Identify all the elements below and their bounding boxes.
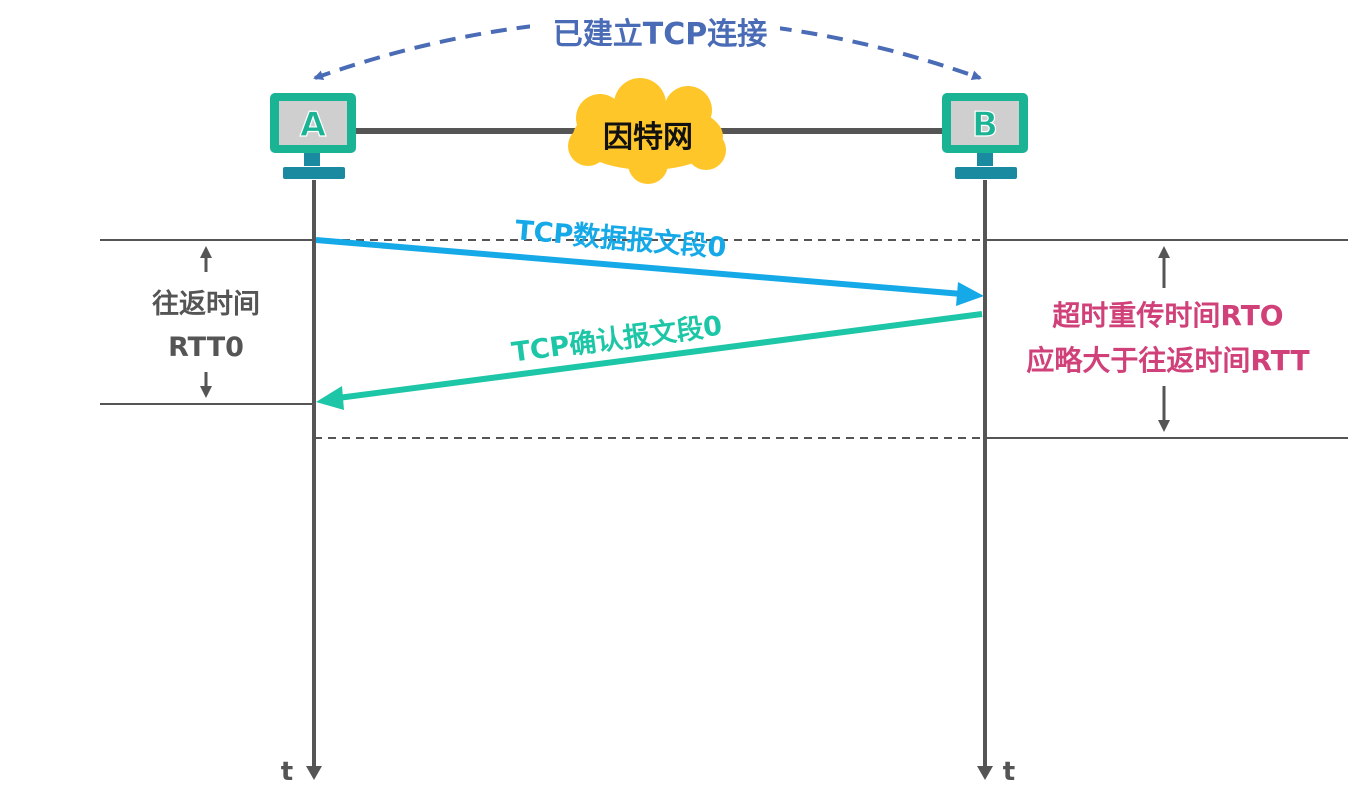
timeline-b-label: t xyxy=(1003,757,1015,787)
timeline-a-label: t xyxy=(281,757,293,787)
network-label: 因特网 xyxy=(603,120,693,155)
rtt-label-line2: RTT0 xyxy=(168,332,244,363)
rtt-label-line1: 往返时间 xyxy=(152,288,260,320)
rto-label-line2: 应略大于往返时间RTT xyxy=(1026,344,1309,377)
timeline-a-arrowhead xyxy=(306,766,322,780)
host-b-computer-icon xyxy=(942,93,1028,179)
timeline-b-arrowhead xyxy=(977,766,993,780)
data-segment-arrow xyxy=(315,237,963,297)
host-a-computer-icon xyxy=(270,93,356,179)
data-segment-arrowhead xyxy=(956,282,984,306)
internet-cloud-icon xyxy=(568,78,726,184)
host-b-label: B xyxy=(972,105,998,145)
connection-label: 已建立TCP连接 xyxy=(553,17,767,52)
rto-label-line1: 超时重传时间RTO xyxy=(1052,299,1283,332)
ack-segment-arrow xyxy=(337,311,983,401)
host-a-label: A xyxy=(300,105,327,145)
ack-segment-arrowhead xyxy=(316,386,344,410)
